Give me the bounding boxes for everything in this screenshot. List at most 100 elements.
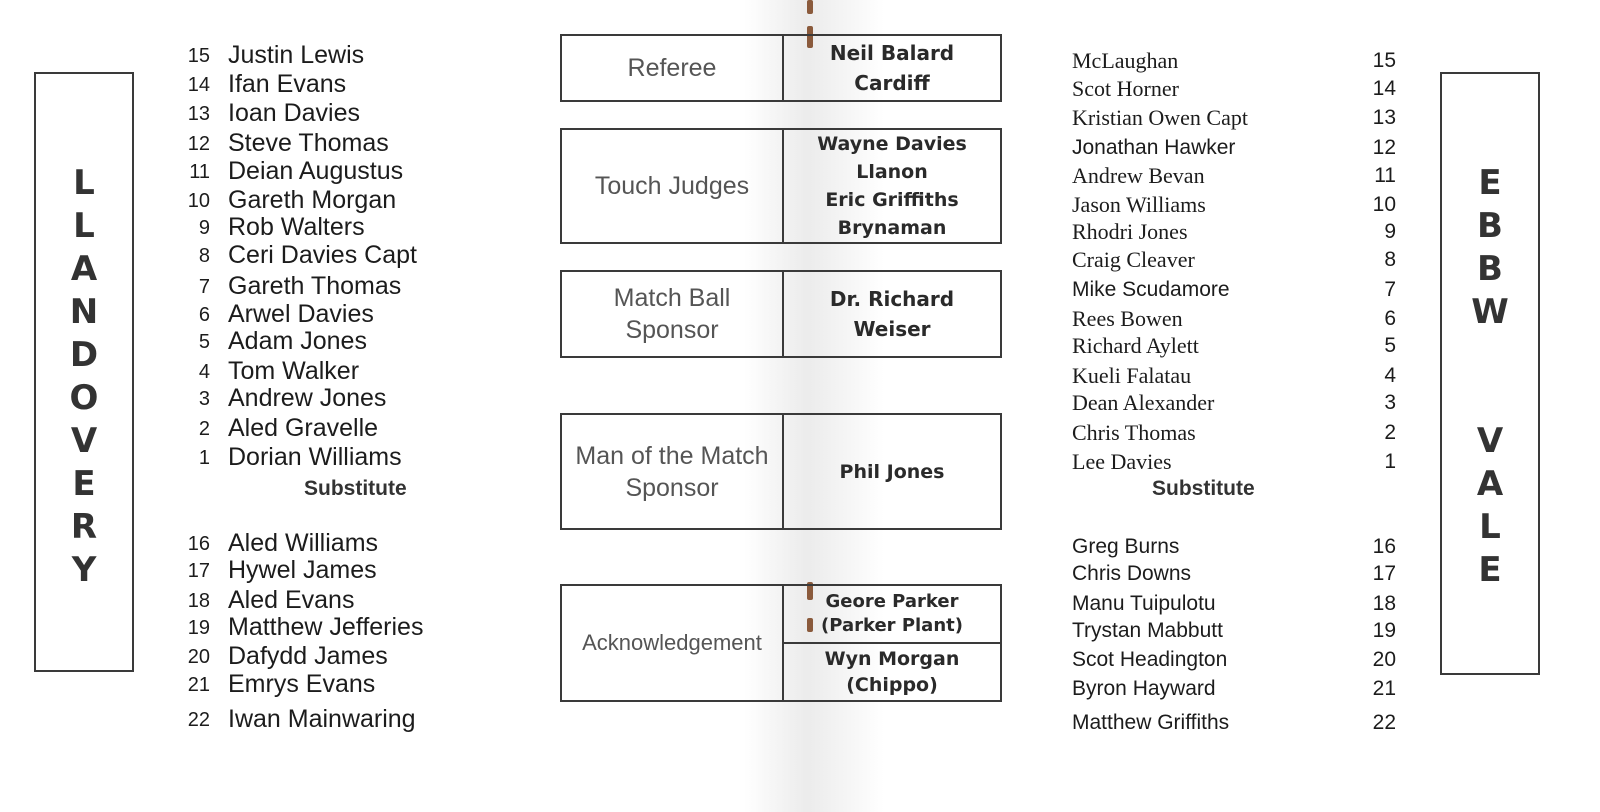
- man-of-match-sponsor: Phil Jones: [839, 460, 945, 483]
- player-name: Dean Alexander: [1072, 390, 1215, 415]
- touch-judge-b-club: Brynaman: [837, 217, 947, 239]
- player-name: Dafydd James: [228, 642, 388, 670]
- player-name: Tom Walker: [228, 357, 360, 385]
- touch-judges-label: Touch Judges: [562, 130, 784, 242]
- away-team-letter: L: [1479, 507, 1501, 547]
- acknowledgement-box: Acknowledgement Geore Parker (Parker Pla…: [560, 584, 1002, 702]
- home-team-letter: Y: [71, 550, 97, 590]
- match-ball-label-line2: Sponsor: [625, 316, 719, 344]
- player-number: 15: [1372, 49, 1396, 72]
- player-name: Trystan Mabbutt: [1072, 619, 1223, 642]
- player-name: Rees Bowen: [1072, 306, 1183, 331]
- player-number: 20: [1372, 648, 1396, 671]
- player-number: 22: [187, 709, 210, 731]
- player-number: 3: [198, 388, 210, 410]
- acknowledgement-b: Wyn Morgan (Chippo): [784, 644, 1000, 700]
- player-name: Mike Scudamore: [1072, 278, 1230, 301]
- match-ball-box: Match Ball Sponsor Dr. Richard Weiser: [560, 270, 1002, 358]
- match-ball-sponsor-name: Dr. Richard: [829, 287, 955, 311]
- player-name: Hywel James: [228, 556, 377, 584]
- player-name: Emrys Evans: [228, 670, 376, 698]
- match-ball-label-line1: Match Ball: [613, 284, 731, 312]
- touch-judge-b-name: Eric Griffiths: [825, 189, 959, 211]
- man-of-match-label-line1: Man of the Match: [575, 441, 769, 470]
- player-name: Ioan Davies: [228, 99, 361, 127]
- home-team-letter: A: [70, 249, 98, 289]
- player-name: Rob Walters: [228, 213, 365, 241]
- player-number: 17: [1372, 562, 1396, 585]
- match-ball-label: Match Ball Sponsor: [562, 272, 784, 356]
- away-team-letter: E: [1478, 163, 1502, 203]
- man-of-match-label-line2: Sponsor: [625, 473, 719, 502]
- player-number: 17: [187, 560, 210, 582]
- acknowledgement-value: Geore Parker (Parker Plant) Wyn Morgan (…: [784, 586, 1000, 700]
- player-number: 11: [189, 161, 210, 183]
- player-number: 16: [187, 533, 210, 555]
- player-number: 6: [1384, 307, 1396, 330]
- home-substitute-heading: Substitute: [304, 477, 407, 500]
- player-number: 16: [1372, 535, 1396, 558]
- acknowledgement-b-company: (Chippo): [846, 674, 938, 696]
- player-number: 8: [198, 245, 210, 267]
- player-name: Rhodri Jones: [1072, 219, 1188, 244]
- player-number: 3: [1384, 391, 1396, 414]
- player-number: 12: [1372, 136, 1396, 159]
- player-name: Aled Evans: [228, 586, 355, 614]
- player-number: 9: [198, 217, 210, 239]
- player-name: Greg Burns: [1072, 535, 1180, 558]
- player-name: Deian Augustus: [228, 157, 404, 185]
- staple-top: [807, 0, 813, 14]
- player-number: 5: [198, 331, 210, 353]
- acknowledgement-b-name: Wyn Morgan: [824, 648, 960, 670]
- player-name: Ceri Davies Capt: [228, 241, 417, 269]
- player-name: Aled Gravelle: [228, 414, 379, 442]
- touch-judges-value: Wayne Davies Llanon Eric Griffiths Bryna…: [784, 130, 1000, 242]
- player-number: 19: [1372, 619, 1396, 642]
- player-name: Dorian Williams: [228, 443, 402, 471]
- referee-name: Neil Balard: [829, 41, 955, 65]
- player-number: 15: [187, 45, 210, 67]
- acknowledgement-a: Geore Parker (Parker Plant): [784, 586, 1000, 642]
- referee-club: Cardiff: [854, 71, 930, 95]
- match-ball-value: Dr. Richard Weiser: [784, 272, 1000, 356]
- player-name: Arwel Davies: [228, 300, 374, 328]
- player-number: 1: [1384, 450, 1396, 473]
- away-team-name-box: E B B W V A L E: [1440, 72, 1540, 675]
- man-of-match-box: Man of the Match Sponsor Phil Jones: [560, 413, 1002, 530]
- player-name: Andrew Bevan: [1072, 163, 1205, 188]
- player-number: 2: [1384, 421, 1396, 444]
- acknowledgement-a-name: Geore Parker: [825, 591, 959, 612]
- away-team-letter: W: [1471, 292, 1509, 332]
- away-substitute-heading: Substitute: [1152, 477, 1255, 500]
- player-name: Adam Jones: [228, 327, 367, 355]
- player-number: 11: [1374, 164, 1396, 187]
- referee-box: Referee Neil Balard Cardiff: [560, 34, 1002, 102]
- acknowledgement-divider: [784, 642, 1000, 644]
- player-number: 7: [1384, 278, 1396, 301]
- player-name: McLaughan: [1072, 48, 1179, 73]
- player-name: Ifan Evans: [228, 70, 347, 98]
- player-number: 12: [187, 133, 210, 155]
- player-name: Scot Horner: [1072, 76, 1179, 101]
- man-of-match-value: Phil Jones: [784, 415, 1000, 528]
- home-team-letter: V: [70, 421, 98, 461]
- player-name: Craig Cleaver: [1072, 247, 1195, 272]
- player-number: 14: [1372, 77, 1396, 100]
- player-name: Kristian Owen Capt: [1072, 105, 1248, 130]
- player-number: 18: [187, 590, 210, 612]
- touch-judges-box: Touch Judges Wayne Davies Llanon Eric Gr…: [560, 128, 1002, 244]
- player-name: Byron Hayward: [1072, 677, 1216, 700]
- home-team-name-box: L L A N D O V E R Y: [34, 72, 134, 672]
- player-name: Andrew Jones: [228, 384, 387, 412]
- staple-bottom: [807, 582, 813, 600]
- player-number: 18: [1372, 592, 1396, 615]
- touch-judge-a-club: Llanon: [856, 161, 928, 183]
- player-number: 5: [1384, 334, 1396, 357]
- player-name: Gareth Thomas: [228, 272, 402, 300]
- staple-bottom-2: [807, 618, 813, 632]
- away-team-letter: B: [1477, 249, 1503, 289]
- away-team-letter: V: [1476, 421, 1504, 461]
- player-name: Manu Tuipulotu: [1072, 592, 1216, 615]
- away-team-letter: B: [1477, 206, 1503, 246]
- away-team-letter: A: [1476, 464, 1504, 504]
